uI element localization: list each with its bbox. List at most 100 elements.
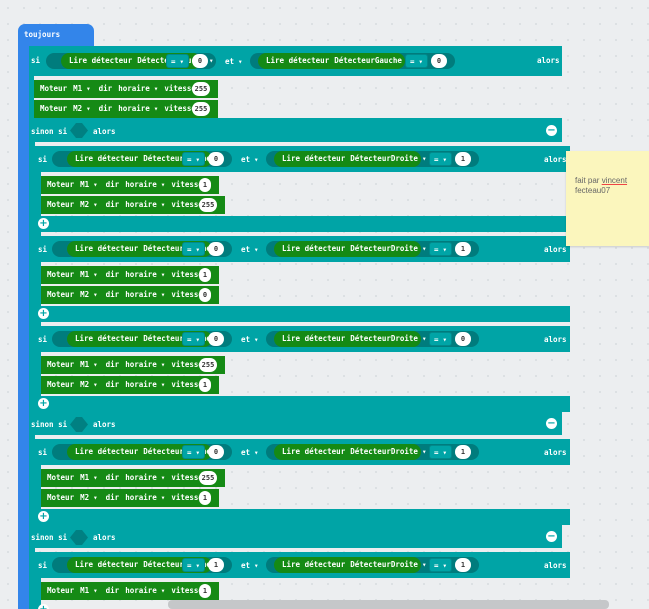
motor-select[interactable]: M2▾: [73, 100, 91, 118]
inner-if-3-motor-1-speed-value[interactable]: 255: [199, 358, 217, 372]
inner-if-4-empty-slot[interactable]: [70, 530, 88, 545]
inner-if-1-footer[interactable]: [35, 216, 570, 232]
inner-if-5-value-b[interactable]: 1: [455, 558, 471, 572]
inner-if-4-logic-select[interactable]: et▾: [236, 445, 264, 459]
inner-if-1-operator-b-select[interactable]: =▾: [429, 152, 453, 166]
empty-condition-slot[interactable]: [70, 123, 88, 138]
direction-select[interactable]: horaire▾: [125, 176, 165, 194]
inner-if-5-operator-b-select[interactable]: =▾: [429, 558, 453, 572]
sensor-select[interactable]: DétecteurDroite▾: [350, 331, 426, 347]
top-if-value-b[interactable]: 0: [431, 54, 447, 68]
inner-if-4-motor-1-speed-value[interactable]: 255: [199, 471, 217, 485]
motor-select[interactable]: M1▾: [80, 266, 98, 284]
top-if-value-a[interactable]: 0: [192, 54, 208, 68]
inner-if-2-value-b[interactable]: 1: [455, 242, 471, 256]
inner-if-1-value-b[interactable]: 1: [455, 152, 471, 166]
direction-select[interactable]: horaire▾: [118, 80, 158, 98]
motor-block-top-2-speed-value[interactable]: 255: [192, 102, 210, 116]
inner-if-3-logic-select[interactable]: et▾: [236, 332, 264, 346]
motor-select[interactable]: M1▾: [80, 469, 98, 487]
inner-if-4-motor-2-speed-value[interactable]: 1: [199, 491, 211, 505]
inner-if-1-logic-select[interactable]: et▾: [236, 152, 264, 166]
motor-select[interactable]: M1▾: [80, 582, 98, 600]
inner-if-4-add-plus-icon[interactable]: +: [38, 511, 49, 522]
inner-if-2-operator-b-select[interactable]: =▾: [429, 242, 453, 256]
inner-if-4-operator-a-select[interactable]: =▾: [182, 445, 206, 459]
sensor-select[interactable]: DétecteurDroite▾: [350, 241, 426, 257]
horizontal-scrollbar[interactable]: [168, 600, 609, 609]
inner-if-3-add-plus-icon[interactable]: +: [38, 398, 49, 409]
direction-select[interactable]: horaire▾: [125, 469, 165, 487]
inner-if-4-footer[interactable]: [35, 509, 570, 525]
motor-select[interactable]: M2▾: [80, 376, 98, 394]
inner-if-2-value-a[interactable]: 0: [208, 242, 224, 256]
motor-select[interactable]: M2▾: [80, 489, 98, 507]
direction-select[interactable]: horaire▾: [125, 489, 165, 507]
inner-if-1-value-a[interactable]: 0: [208, 152, 224, 166]
inner-if-4-sinon-header[interactable]: [29, 524, 562, 548]
top-if-operator-a-select[interactable]: =▾: [166, 54, 190, 68]
top-if-operator-b-select[interactable]: =▾: [405, 54, 429, 68]
inner-if-3-empty-slot[interactable]: [70, 417, 88, 432]
motor-select[interactable]: M1▾: [80, 356, 98, 374]
inner-if-3-motor-2-speed-value[interactable]: 1: [199, 378, 211, 392]
inner-if-5-value-a[interactable]: 1: [208, 558, 224, 572]
inner-if-4-value-b[interactable]: 1: [455, 445, 471, 459]
inner-if-5-motor-1-speed-value[interactable]: 1: [199, 584, 211, 598]
inner-if-3-sinon-header[interactable]: [29, 411, 562, 435]
inner-if-3-value-b[interactable]: 0: [455, 332, 471, 346]
motor-select[interactable]: M1▾: [73, 80, 91, 98]
inner-if-5-add-plus-icon[interactable]: +: [38, 604, 49, 609]
collapse-minus-icon[interactable]: −: [546, 125, 557, 136]
inner-if-1-operator-a-select[interactable]: =▾: [182, 152, 206, 166]
inner-if-1-motor-2-speed-value[interactable]: 255: [199, 198, 217, 212]
inner-if-2-footer[interactable]: [35, 306, 570, 322]
direction-select[interactable]: horaire▾: [118, 100, 158, 118]
direction-select[interactable]: horaire▾: [125, 356, 165, 374]
event-hat-forever[interactable]: [18, 24, 94, 46]
inner-if-3-operator-a-select[interactable]: =▾: [182, 332, 206, 346]
inner-if-2-add-plus-icon[interactable]: +: [38, 308, 49, 319]
direction-select[interactable]: horaire▾: [125, 266, 165, 284]
comment-note[interactable]: [566, 151, 649, 246]
inner-if-3-collapse-minus-icon[interactable]: −: [546, 418, 557, 429]
inner-if-3-value-a[interactable]: 0: [208, 332, 224, 346]
sensor-select[interactable]: DétecteurDroite▾: [350, 557, 426, 573]
inner-if-3-operator-b-select[interactable]: =▾: [429, 332, 453, 346]
direction-select[interactable]: horaire▾: [125, 582, 165, 600]
top-if-logic-select[interactable]: et▾: [220, 54, 248, 68]
sensor-select[interactable]: DétecteurDroite▾: [350, 151, 426, 167]
inner-if-1-motor-1-speed-value[interactable]: 1: [199, 178, 211, 192]
inner-if-3-footer[interactable]: [35, 396, 570, 412]
inner-if-4-value-a[interactable]: 0: [208, 445, 224, 459]
inner-if-4-collapse-minus-icon[interactable]: −: [546, 531, 557, 542]
motor-select[interactable]: M2▾: [80, 196, 98, 214]
inner-if-2-motor-1-speed-value[interactable]: 1: [199, 268, 211, 282]
inner-if-2-motor-2-speed-value[interactable]: 0: [199, 288, 211, 302]
motor-select[interactable]: M2▾: [80, 286, 98, 304]
sensor-select[interactable]: DétecteurGauche▾: [334, 53, 410, 69]
inner-if-4-operator-b-select[interactable]: =▾: [429, 445, 453, 459]
motor-block-top-1-speed-value[interactable]: 255: [192, 82, 210, 96]
sensor-select[interactable]: DétecteurDroite▾: [350, 444, 426, 460]
inner-if-5-logic-select[interactable]: et▾: [236, 558, 264, 572]
inner-if-2-operator-a-select[interactable]: =▾: [182, 242, 206, 256]
inner-if-5-operator-a-select[interactable]: =▾: [182, 558, 206, 572]
direction-select[interactable]: horaire▾: [125, 376, 165, 394]
inner-if-1-add-plus-icon[interactable]: +: [38, 218, 49, 229]
